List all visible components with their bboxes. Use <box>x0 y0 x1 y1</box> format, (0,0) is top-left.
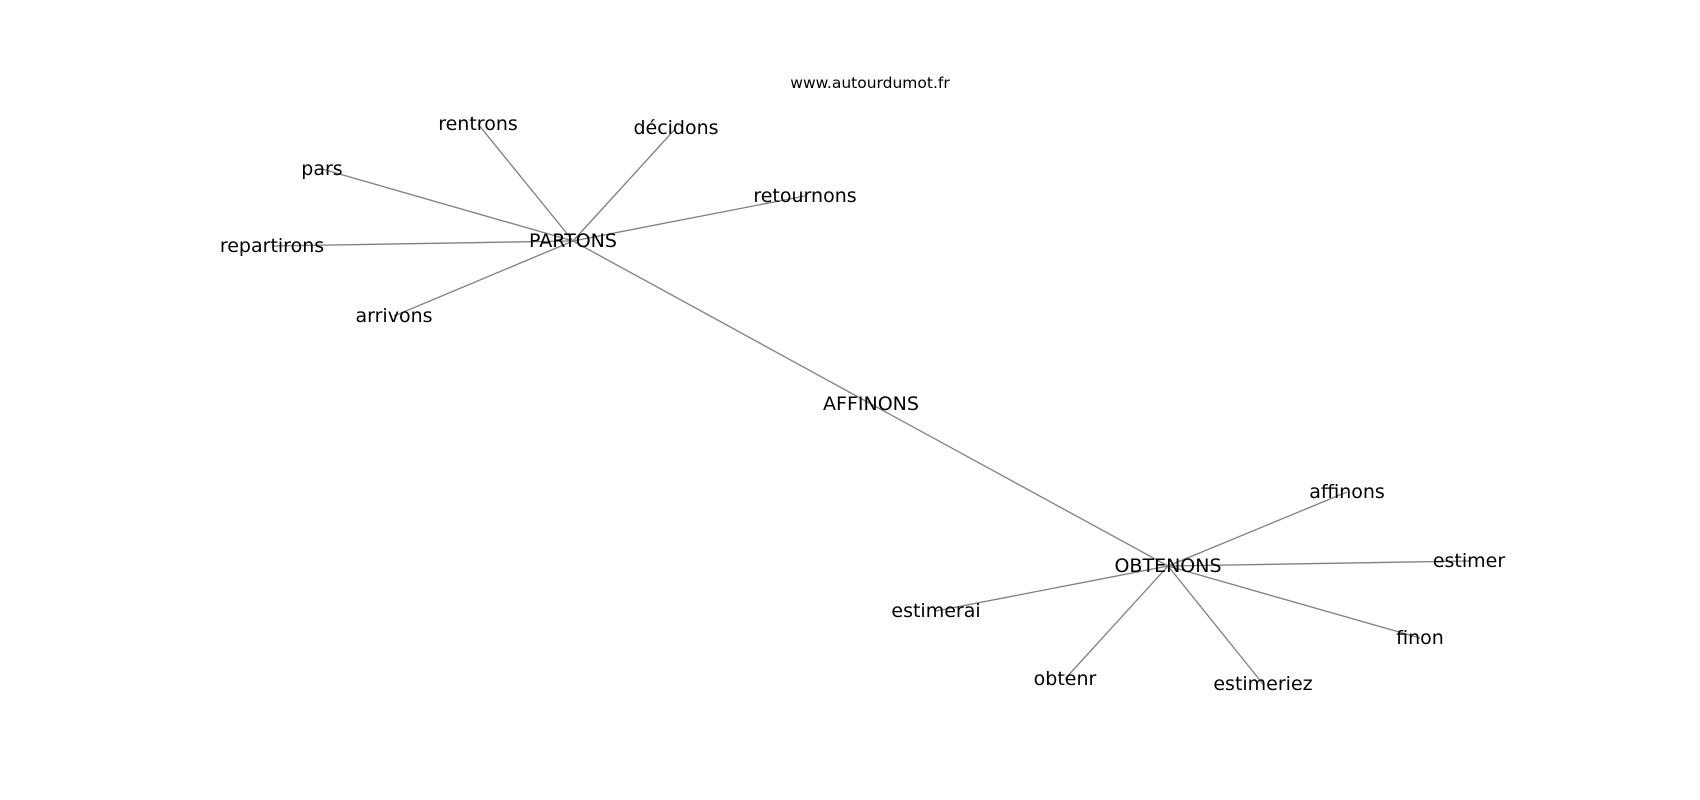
edge-partons-pars <box>321 168 574 242</box>
edge-partons-arrivons <box>393 240 574 317</box>
node-repartirons: repartirons <box>220 235 324 257</box>
edge-partons-rentrons <box>477 123 574 242</box>
node-estimer: estimer <box>1433 550 1506 572</box>
edge-obtenons-affinons <box>1167 491 1348 567</box>
node-partons: PARTONS <box>529 230 617 252</box>
node-obtenons: OBTENONS <box>1114 555 1221 577</box>
edge-partons-decidons <box>572 127 677 242</box>
edge-partons-affinons-center <box>572 240 872 405</box>
edge-obtenons-estimeriez <box>1167 565 1264 685</box>
node-rentrons: rentrons <box>438 113 518 135</box>
node-arrivons: arrivons <box>355 305 432 327</box>
edge-partons-repartirons <box>271 240 574 247</box>
node-estimeriez: estimeriez <box>1213 673 1312 695</box>
node-affinons-center: AFFINONS <box>823 393 919 415</box>
node-obtenr: obtenr <box>1034 668 1097 690</box>
edge-obtenons-finon <box>1167 565 1421 639</box>
node-retournons: retournons <box>753 185 856 207</box>
node-affinons: affinons <box>1309 481 1385 503</box>
node-pars: pars <box>301 158 342 180</box>
node-decidons: décidons <box>633 117 718 139</box>
edge-partons-retournons <box>572 195 806 242</box>
edge-obtenons-estimer <box>1167 560 1470 567</box>
node-finon: finon <box>1396 627 1444 649</box>
labels-layer: AFFINONS PARTONS OBTENONS rentrons décidons p… <box>220 113 1505 695</box>
node-estimerai: estimerai <box>891 600 980 622</box>
watermark-text: www.autourdumot.fr <box>790 74 950 92</box>
edges-layer <box>271 123 1470 685</box>
edge-obtenons-obtenr <box>1064 565 1169 680</box>
edge-affinons-center-obtenons <box>870 403 1169 567</box>
edge-obtenons-estimerai <box>935 565 1169 612</box>
